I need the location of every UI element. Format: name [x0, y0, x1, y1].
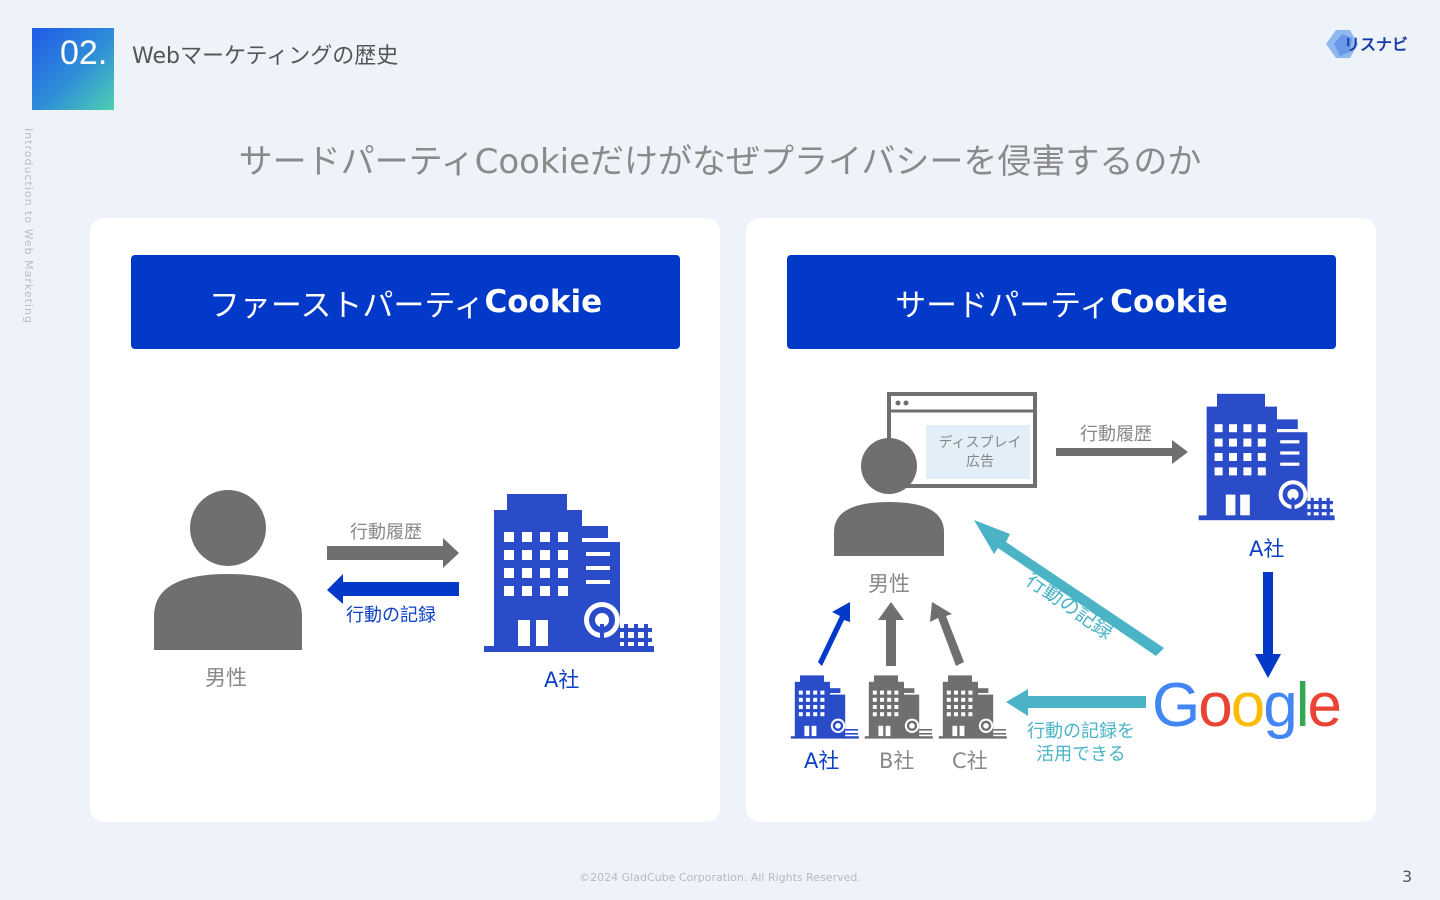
up-arrow-gray-icon [930, 602, 964, 666]
use-label-line2: 活用できる [1036, 744, 1126, 765]
company-label: A社 [544, 668, 580, 692]
logo-icon [1326, 30, 1358, 58]
building-b-icon [864, 675, 933, 739]
arrow-history-label: 行動履歴 [350, 522, 422, 543]
vertical-label: Introduction to Web Marketing [22, 128, 35, 324]
up-arrows [818, 602, 964, 666]
arrow-record-label: 行動の記録 [346, 605, 436, 626]
banner-prefix: ファーストパーティ [208, 287, 485, 324]
person-icon [834, 438, 944, 556]
banner-prefix: サードパーティ [895, 287, 1111, 324]
record-arrow-icon [327, 574, 459, 604]
history-arrow-icon [1056, 440, 1188, 464]
company-a-label: A社 [804, 749, 840, 773]
history-label: 行動履歴 [1080, 424, 1152, 445]
section-title: Webマーケティングの歴史 [132, 44, 399, 69]
exchange-arrows [327, 538, 459, 604]
use-label: 行動の記録を 活用できる [1016, 720, 1146, 766]
section-number-badge: 02. [32, 28, 114, 110]
page-number: 3 [1402, 867, 1413, 886]
building-a-icon [790, 675, 859, 739]
ad-label: ディスプレイ 広告 [928, 434, 1032, 472]
copyright: ©2024 GladCube Corporation. All Rights R… [579, 871, 861, 884]
person-label: 男性 [205, 666, 247, 690]
up-arrow-blue-icon [818, 602, 850, 666]
banner-bold: Cookie [484, 284, 603, 320]
building-icon [1198, 393, 1335, 521]
down-arrow-icon [1255, 572, 1281, 678]
use-label-line1: 行動の記録を [1027, 721, 1135, 742]
history-arrow-icon [327, 538, 459, 568]
banner-bold: Cookie [1110, 284, 1228, 320]
diagonal-arrow-icon [974, 520, 1164, 656]
company-b-label: B社 [879, 749, 915, 773]
page-heading: サードパーティCookieだけがなぜプライバシーを侵害するのか [238, 142, 1202, 182]
use-arrow-icon [1006, 689, 1146, 716]
google-logo: Google [1152, 671, 1342, 740]
person-label: 男性 [868, 572, 910, 596]
building-c-icon [938, 675, 1007, 739]
logo-text: リスナビ [1344, 35, 1409, 54]
ad-label-line1: ディスプレイ [938, 435, 1022, 451]
person-icon [154, 490, 302, 650]
company-c-label: C社 [952, 749, 988, 773]
section-number: 02. [60, 34, 108, 72]
company-top-label: A社 [1249, 537, 1285, 561]
building-icon [484, 494, 654, 652]
ad-label-line2: 広告 [966, 454, 994, 470]
up-arrow-gray-icon [878, 602, 904, 666]
